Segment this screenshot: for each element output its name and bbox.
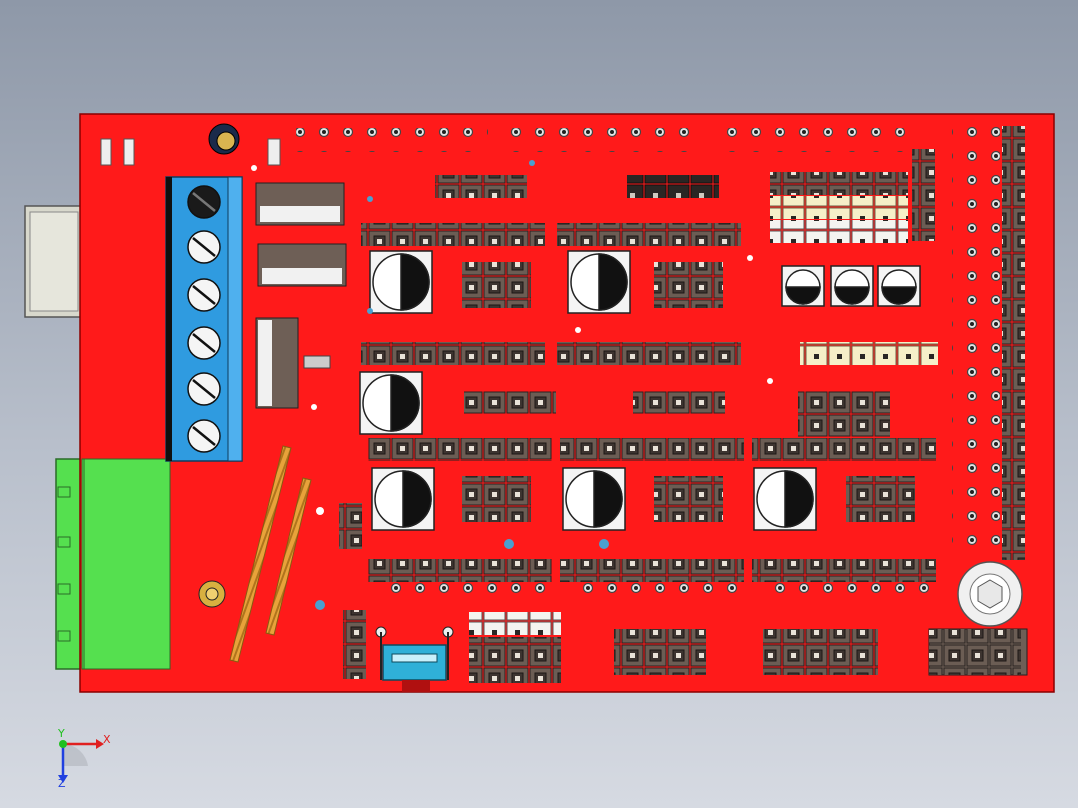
mounting-hole (957, 561, 1023, 627)
reset-button (375, 626, 454, 692)
header-black-a (627, 175, 719, 198)
header-white-b (469, 612, 561, 635)
via-row-bottom-2 (570, 582, 738, 606)
jumper-block-1 (462, 262, 531, 308)
header-2x4-bottom-b (614, 629, 706, 675)
jumper-block-5 (798, 391, 890, 437)
triad-x-label: X (103, 733, 111, 746)
header-row-right-a (770, 172, 908, 195)
via-column-right-2 (976, 126, 1000, 558)
driver-socket-row-4c (752, 559, 936, 582)
header-2x4-a (435, 175, 527, 198)
jumper-block-3 (464, 391, 556, 414)
header-yellow-b (800, 342, 938, 365)
header-vertical-a (912, 149, 935, 241)
smd-resistors (100, 138, 281, 166)
usb-connector (24, 205, 83, 318)
header-vertical-left-b (343, 610, 366, 679)
triad-z-label: Z (58, 777, 66, 790)
driver-socket-row-2b (557, 342, 741, 365)
inductor-component (198, 580, 226, 608)
header-2x4-bottom-a (469, 637, 561, 683)
regulator-components (255, 182, 347, 409)
driver-socket-row-3c (752, 438, 936, 461)
orientation-triad (58, 739, 104, 783)
via-row-top-3 (716, 128, 908, 152)
via-row-top-2 (500, 128, 692, 152)
driver-socket-row-3b (560, 438, 744, 461)
driver-socket-row-1b (557, 223, 741, 246)
header-yellow-a (770, 196, 908, 219)
header-vertical-right (1002, 126, 1025, 560)
fuse-components (229, 445, 312, 663)
driver-socket-row-3a (368, 438, 552, 461)
via-row-bottom-3 (764, 582, 932, 606)
header-2x5-bottom-c (763, 629, 878, 675)
jumper-block-6 (462, 476, 531, 522)
screw-terminal-block (165, 176, 243, 462)
jumper-block-8 (846, 476, 915, 522)
header-vertical-left-a (339, 503, 362, 549)
misc-pads (251, 160, 773, 610)
jumper-block-2 (654, 262, 723, 308)
jumper-block-7 (654, 476, 723, 522)
driver-socket-row-2a (361, 342, 545, 365)
via-row-bottom-1 (380, 582, 548, 606)
driver-socket-row-4b (560, 559, 744, 582)
driver-socket-row-1a (361, 223, 545, 246)
header-white-a (770, 220, 908, 243)
capacitors (359, 250, 921, 531)
via-row-top (296, 128, 488, 152)
triad-y-label: Y (58, 727, 65, 740)
jumper-block-4 (633, 391, 725, 414)
via-column-right-1 (952, 126, 976, 558)
driver-socket-row-4a (368, 559, 552, 582)
crystal-component (208, 123, 240, 155)
